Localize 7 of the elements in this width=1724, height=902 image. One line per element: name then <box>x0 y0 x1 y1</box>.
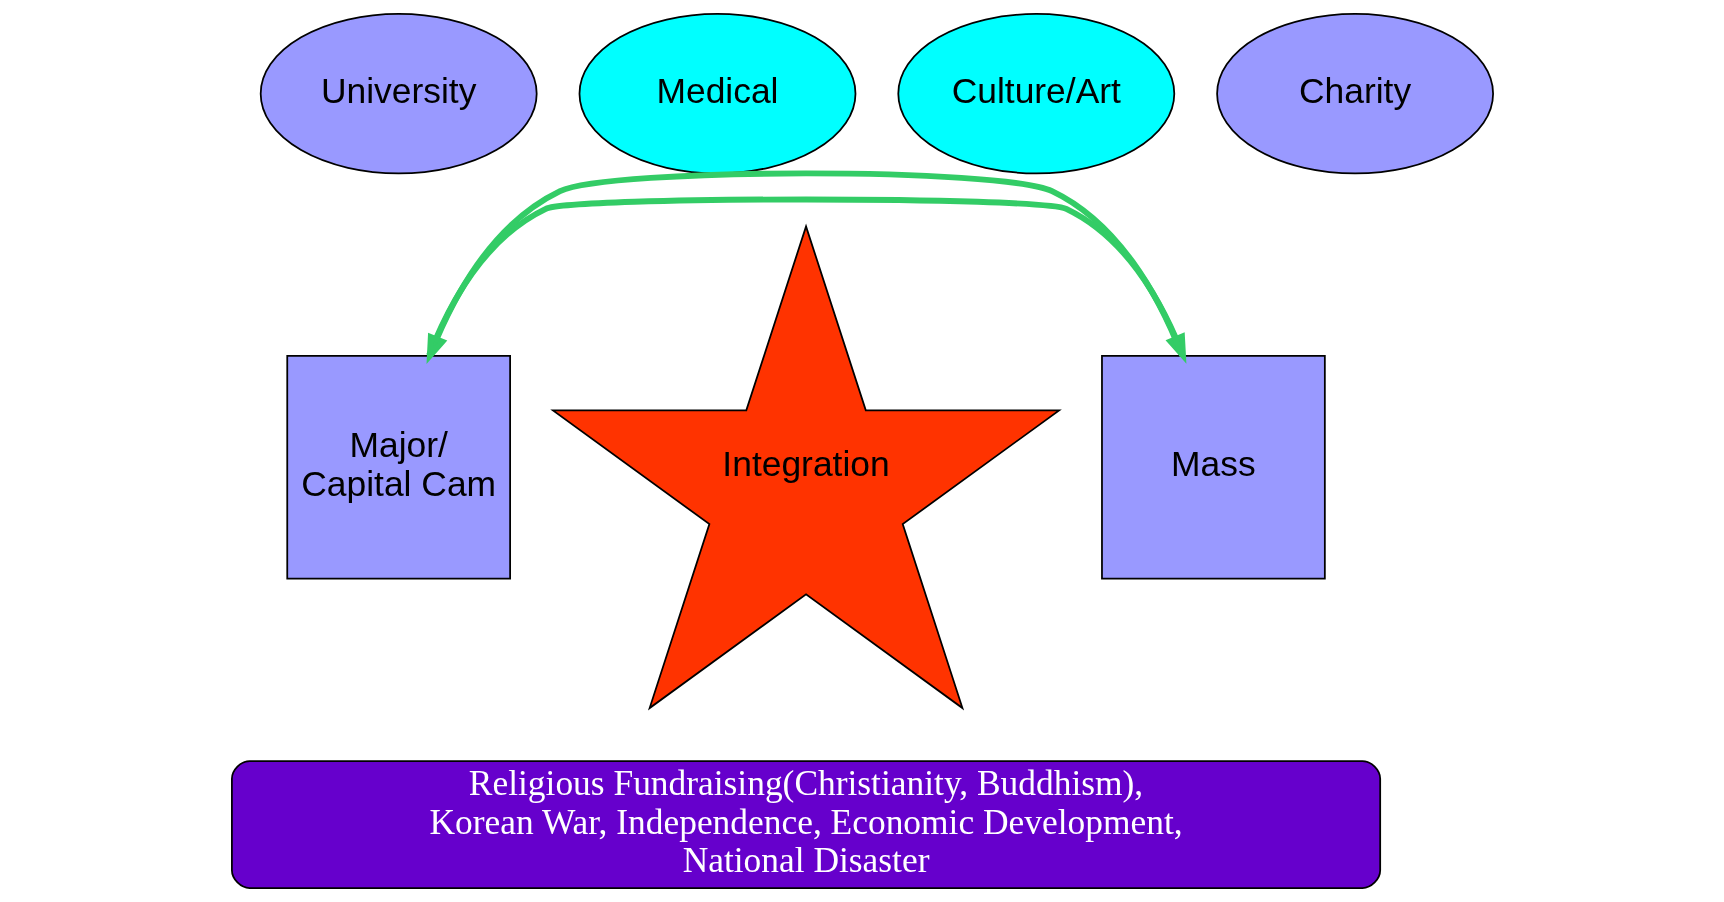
node-box: Major/ Capital Cam <box>285 354 511 580</box>
node-box: Mass <box>1100 354 1326 580</box>
node-ellipse: Medical <box>578 13 856 175</box>
node-ellipse: Charity <box>1215 13 1494 175</box>
node-ellipse: Culture/Art <box>896 13 1175 175</box>
node-ellipse: University <box>259 13 538 175</box>
node-box: Religious Fundraising(Christianity, Buddhism), Korean War, Independence, Economic Development, National Disaster <box>230 760 1381 889</box>
